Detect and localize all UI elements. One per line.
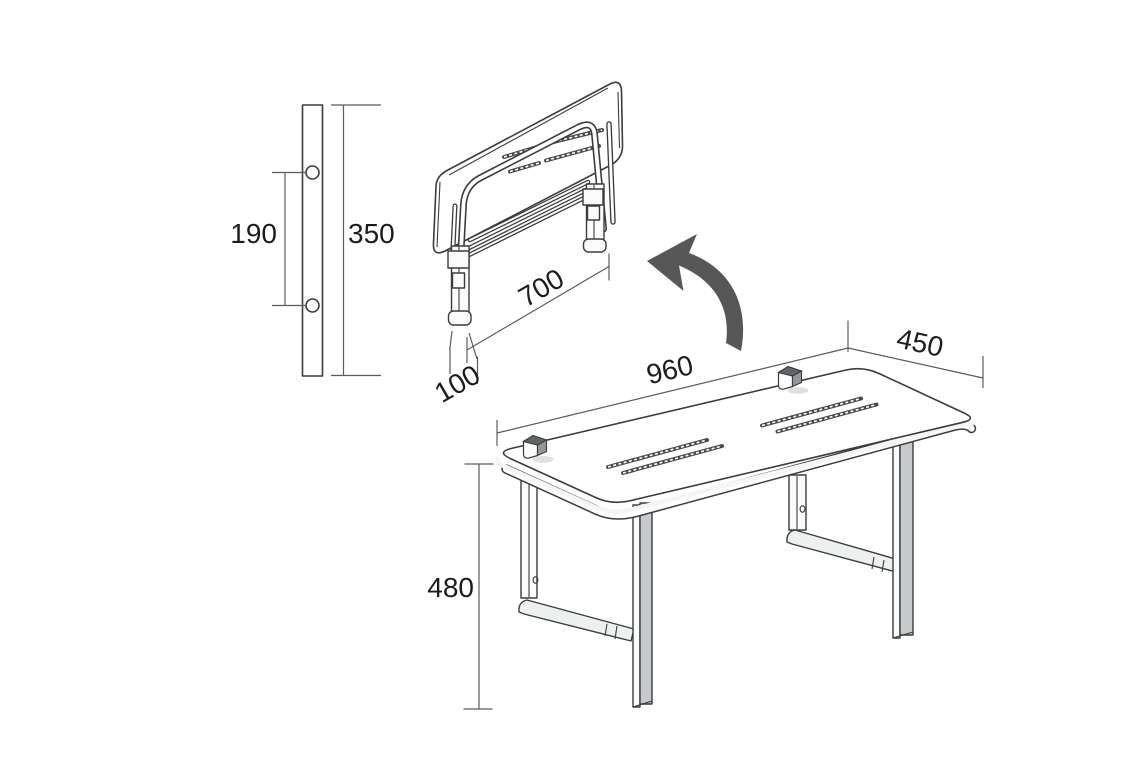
frame-post-core	[607, 122, 615, 224]
leg-latch	[451, 272, 466, 289]
bracket-shadow	[532, 456, 554, 463]
leg-brace	[518, 599, 635, 642]
dimension-height: 480	[427, 463, 494, 710]
open-bench-view: 960 450 480	[427, 320, 984, 710]
wall-bracket-left	[522, 434, 554, 463]
cross-rail-core	[466, 189, 587, 250]
dim-label-depth: 450	[894, 323, 946, 363]
seat-slot-hatch	[545, 145, 600, 162]
brace-sleeve	[871, 556, 875, 570]
dim-label-folded-width: 700	[513, 263, 569, 313]
dim-line	[847, 347, 984, 379]
dimension-plate-height: 350	[331, 104, 395, 377]
dim-extension	[449, 330, 453, 350]
bracket-side	[536, 439, 548, 457]
dimension-folded-width: 700	[466, 253, 610, 363]
bracket-side	[791, 370, 803, 388]
dim-label-folded-depth: 100	[429, 359, 485, 409]
dimension-folded-depth: 100	[429, 330, 485, 409]
wall-mount-plate-view: 190 350	[230, 104, 395, 377]
folded-left-leg	[447, 245, 472, 326]
leg-foot	[447, 310, 472, 326]
seat-slot-hatch	[622, 445, 723, 474]
left-leg-assembly	[518, 479, 653, 708]
panel-edge-line	[448, 87, 609, 176]
dim-label-height: 480	[427, 572, 474, 603]
wall-bracket-right	[777, 365, 809, 394]
panel-edge-line	[617, 91, 621, 149]
folded-cross-rails	[461, 179, 591, 260]
brace-sleeve	[604, 623, 608, 637]
front-leg-side	[639, 502, 653, 705]
front-leg-face	[892, 442, 901, 639]
brace-sleeve	[881, 559, 885, 573]
leg-brace	[786, 529, 900, 573]
dimension-hole-spacing: 190	[230, 171, 307, 307]
dim-line	[466, 265, 610, 351]
seat-edge-band	[495, 421, 974, 514]
dim-label-length: 960	[643, 349, 696, 390]
panel-edge-line	[436, 181, 441, 248]
cross-rail-core	[469, 181, 589, 241]
front-leg-side	[899, 440, 914, 636]
folded-right-leg	[582, 183, 607, 253]
leg-bottom-edge	[632, 700, 653, 708]
dim-extension	[468, 332, 478, 360]
fold-direction-arrow-icon	[647, 234, 744, 351]
dim-label-hole-spacing: 190	[230, 218, 277, 249]
leg-latch	[586, 205, 601, 221]
seat-slots	[606, 396, 879, 475]
right-leg-assembly	[786, 440, 914, 639]
dim-label-plate-height: 350	[348, 218, 395, 249]
seat-slot	[508, 161, 541, 174]
brace-sleeve	[614, 625, 618, 640]
folded-bench-view: 700 100	[429, 81, 624, 409]
bracket-shadow	[787, 387, 809, 394]
pivot-screw	[799, 505, 806, 513]
seat-slot-hatch	[777, 403, 877, 433]
mounting-hole-top	[305, 165, 320, 180]
mounting-hole-bottom	[305, 298, 320, 313]
front-leg-face	[632, 504, 641, 708]
dim-line	[496, 347, 849, 434]
leg-clip	[447, 250, 470, 269]
cross-rail-core	[463, 197, 585, 259]
seat-slot-hatch	[607, 439, 708, 468]
plate-outline	[301, 104, 324, 377]
leg-foot	[582, 238, 607, 253]
frame-tube-core	[458, 123, 606, 262]
leg-bottom-edge	[892, 631, 914, 639]
seat-slot-hatch	[761, 397, 862, 427]
leg-clip	[582, 188, 604, 206]
pivot-screw	[532, 576, 539, 584]
